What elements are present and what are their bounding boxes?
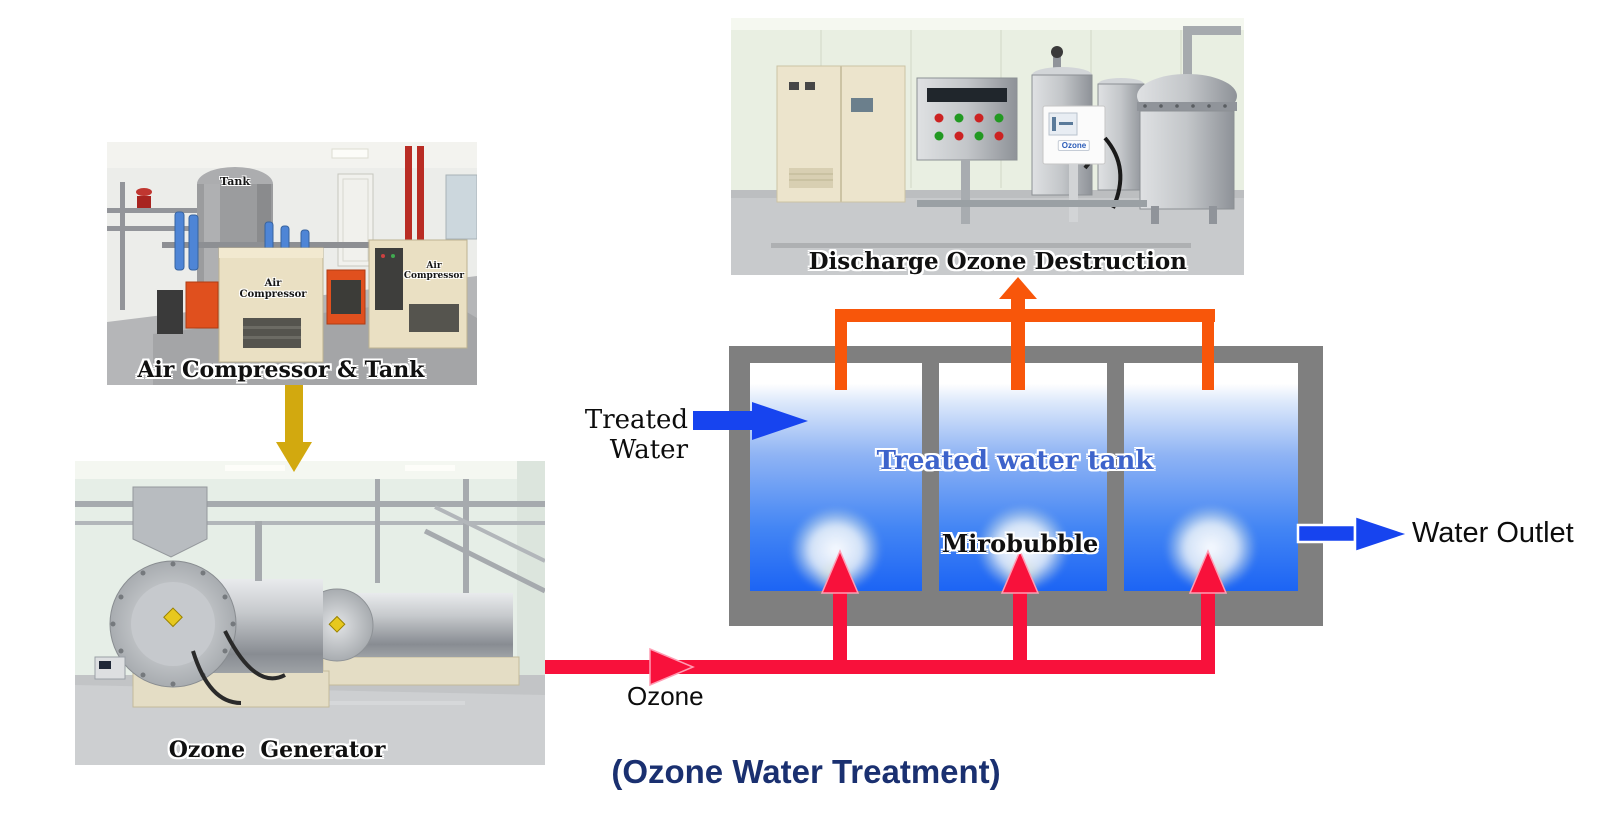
microbubble-cloud-1: [790, 507, 882, 595]
tank-divider-1: [922, 363, 939, 591]
ozone-generator-scene: [75, 461, 545, 765]
treated-water-tank-label: Treated water tank: [876, 446, 1154, 476]
treated-water-label: Treated Water: [584, 405, 688, 465]
ozone-generator-2-icon: [300, 588, 520, 686]
microbubble-label: Mirobubble: [941, 529, 1099, 558]
compressor-label-2: Air Compressor: [403, 261, 465, 281]
ozone-generator-caption: Ozone Generator: [168, 737, 386, 763]
water-outlet-label: Water Outlet: [1412, 517, 1574, 549]
destruction-vessel-icon: [1137, 26, 1241, 224]
ceiling-light-icon: [331, 148, 369, 159]
tank-divider-2: [1107, 363, 1124, 591]
discharge-ozone-destruction-photo: Ozone Discharge Ozone Destruction: [731, 18, 1244, 275]
door-icon: [337, 173, 374, 267]
discharge-caption: Discharge Ozone Destruction: [808, 248, 1187, 275]
ozone-monitor-label: Ozone: [1057, 140, 1091, 151]
ozone-generator-photo: Ozone Generator: [75, 461, 545, 765]
page-title: (Ozone Water Treatment): [611, 753, 1001, 790]
window-icon: [445, 174, 477, 240]
ozone-label: Ozone: [627, 681, 704, 711]
red-valve-icon: [137, 196, 151, 208]
microbubble-cloud-3: [1165, 505, 1257, 593]
air-compressor-photo: Tank Air Compressor Air Compressor Air C…: [107, 142, 477, 385]
chiller-unit-icon: [185, 281, 219, 329]
discharge-scene: [731, 18, 1244, 275]
control-cabinet-icon: [776, 65, 906, 203]
ozone-generator-1-icon: [109, 521, 330, 708]
air-flow-arrow: [276, 385, 312, 472]
air-compressor-caption: Air Compressor & Tank: [137, 357, 425, 383]
compressor-label-1: Air Compressor: [239, 278, 307, 300]
button-panel-icon: [916, 77, 1018, 224]
tank-label: Tank: [220, 175, 250, 188]
duct-icon: [132, 486, 208, 558]
air-compressor-scene: [107, 142, 477, 385]
